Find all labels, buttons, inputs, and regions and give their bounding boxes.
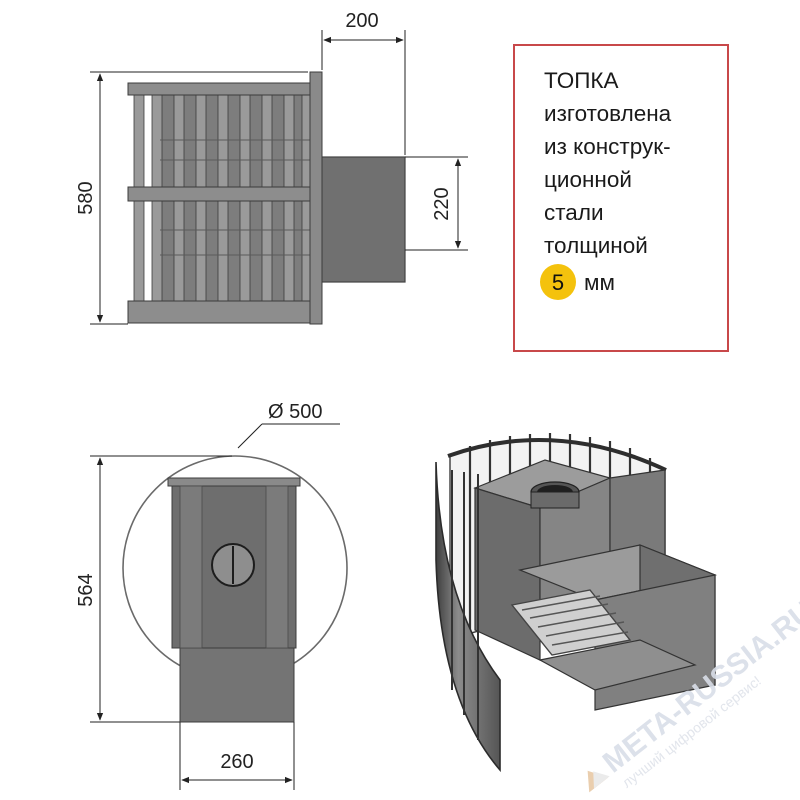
dim-tunnel-height: 220 — [431, 187, 453, 220]
info-line-5: стали — [544, 200, 604, 225]
info-text: ТОПКА изготовлена из конструк- ционной с… — [540, 64, 672, 300]
thickness-badge: 5 — [540, 264, 576, 300]
dim-side-height: 580 — [75, 181, 97, 214]
iso-grate — [510, 589, 632, 656]
dim-side-width: 200 — [345, 10, 378, 32]
iso-flue-neck — [530, 491, 580, 509]
dim-diameter-leader — [237, 423, 263, 449]
iso-front-bars — [451, 470, 479, 740]
thickness-unit: мм — [584, 269, 615, 295]
iso-top-ring — [447, 437, 667, 472]
side-ring-top — [127, 82, 321, 96]
info-line-2: изготовлена — [544, 101, 672, 126]
front-rib-right — [265, 485, 289, 649]
side-ring-bottom — [127, 300, 321, 324]
side-front-plate — [309, 71, 323, 325]
dim-front-height: 564 — [75, 573, 97, 606]
side-bar-shadows — [160, 139, 310, 256]
isometric-view — [435, 433, 718, 773]
side-tunnel — [319, 156, 406, 283]
side-view: 200 580 220 — [75, 10, 468, 325]
info-box: ТОПКА изготовлена из конструк- ционной с… — [513, 44, 729, 352]
info-line-3: из конструк- — [544, 134, 671, 159]
dim-diameter: Ø 500 — [268, 401, 322, 423]
dim-tunnel-width: 260 — [220, 751, 253, 773]
iso-base-plate — [538, 639, 697, 691]
front-tunnel — [179, 647, 295, 723]
front-body-top — [167, 477, 301, 487]
watermark-logo-icon — [587, 770, 610, 793]
front-view: Ø 500 564 260 — [75, 401, 348, 790]
info-line-6: толщиной — [544, 233, 648, 258]
thickness-row: 5 мм — [540, 264, 671, 300]
info-line-4: ционной — [544, 167, 632, 192]
iso-front-shell — [435, 461, 501, 773]
info-line-title: ТОПКА — [544, 68, 619, 93]
front-rib-left — [179, 485, 203, 649]
side-ring-middle — [127, 186, 321, 202]
